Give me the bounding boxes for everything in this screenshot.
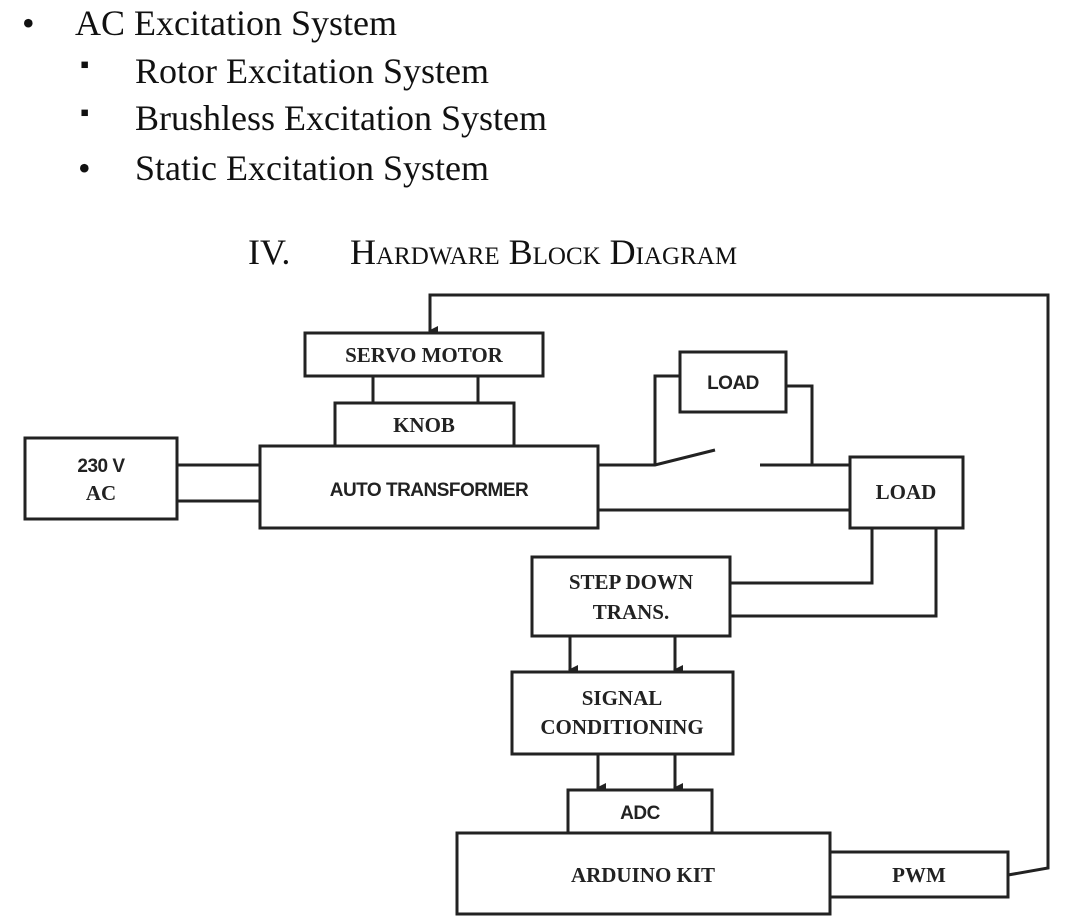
feedback-line <box>428 293 1050 877</box>
arduino-box <box>455 831 832 916</box>
adc-label: ADC <box>620 803 660 824</box>
list-item: Rotor Excitation System <box>135 51 489 91</box>
servo-motor-label: SERVO MOTOR <box>345 343 504 367</box>
source-box <box>23 436 179 521</box>
section-title: Hardware Block Diagram <box>350 232 738 272</box>
section-number: IV. <box>248 232 291 272</box>
servo-motor-box <box>303 331 545 378</box>
signal-conditioning-label-line2: CONDITIONING <box>540 715 703 739</box>
list-item: AC Excitation System <box>75 3 397 43</box>
pwm-box <box>828 850 1010 899</box>
step-down-box <box>530 555 732 638</box>
source-label-line2: AC <box>86 481 116 505</box>
pwm-label: PWM <box>892 863 946 887</box>
load-switched-box <box>678 350 788 414</box>
auto-transformer-label: AUTO TRANSFORMER <box>330 480 529 501</box>
knob-label: KNOB <box>393 413 455 437</box>
bullet-marker: • <box>22 3 35 43</box>
arduino-label: ARDUINO KIT <box>571 863 715 887</box>
auto-transformer-box <box>258 444 600 530</box>
bullet-marker: • <box>78 148 91 188</box>
list-item: Brushless Excitation System <box>135 98 547 138</box>
bullet-marker: ▪ <box>80 98 90 127</box>
signal-conditioning-box <box>510 670 735 756</box>
source-label-line1: 230 V <box>77 456 125 477</box>
signal-conditioning-label-line1: SIGNAL <box>582 686 663 710</box>
step-down-label-line2: TRANS. <box>593 600 669 624</box>
step-down-label-line1: STEP DOWN <box>569 570 693 594</box>
load-main-box <box>848 455 965 530</box>
list-item: Static Excitation System <box>135 148 489 188</box>
load-main-label: LOAD <box>876 480 937 504</box>
load-switched-label: LOAD <box>707 373 759 394</box>
bullet-marker: ▪ <box>80 50 90 79</box>
